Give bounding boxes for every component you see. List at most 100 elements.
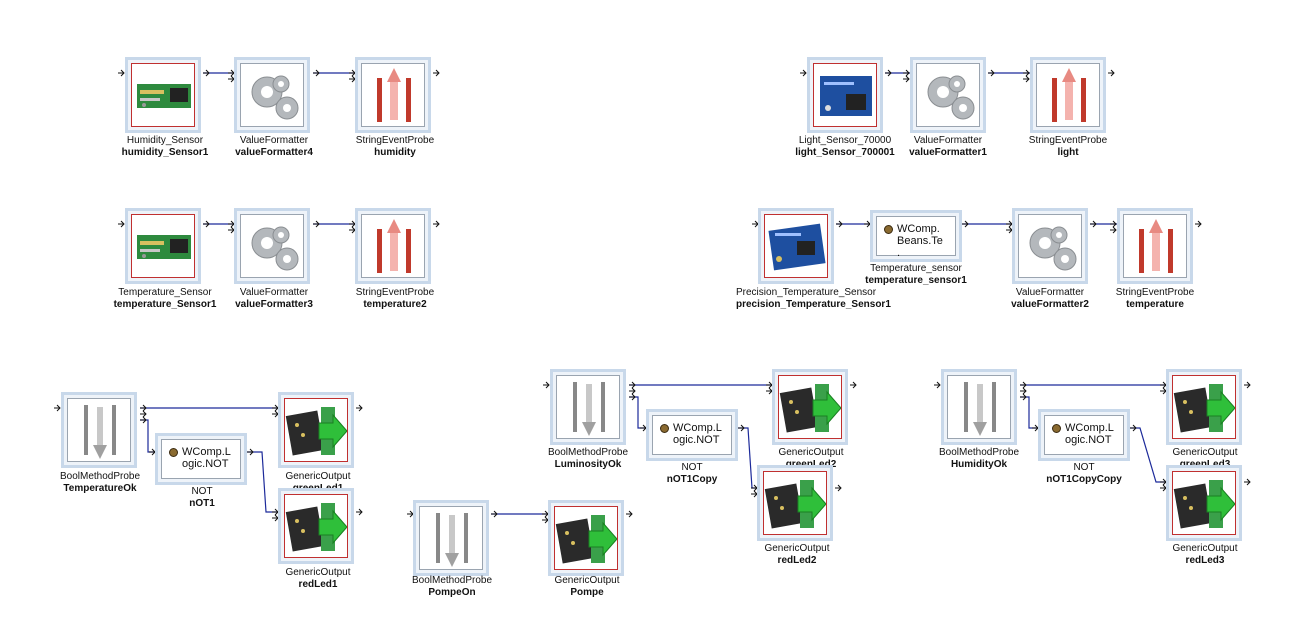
generic-output-component[interactable] — [757, 465, 833, 541]
component-name: temperature2 — [363, 299, 427, 310]
port-arrow — [1092, 220, 1097, 228]
bean-icon — [1052, 424, 1061, 433]
component-name: TemperatureOk — [63, 483, 137, 494]
port-arrow — [1197, 220, 1202, 228]
component-name: valueFormatter3 — [235, 299, 313, 310]
component-name: light_Sensor_700001 — [795, 147, 895, 158]
temperature-sensor-component[interactable] — [125, 208, 201, 284]
port-arrow — [142, 416, 147, 424]
port-arrow — [887, 69, 892, 77]
port-arrow — [545, 381, 550, 389]
component-type: Humidity_Sensor — [126, 135, 204, 146]
component-type: GenericOutput — [285, 471, 351, 482]
port-arrow — [1112, 226, 1117, 234]
bool-method-probe-component[interactable] — [550, 369, 626, 445]
bean-text: WComp.L ogic.NOT — [182, 446, 231, 470]
gears-icon — [1029, 226, 1077, 271]
component-type: GenericOutput — [778, 447, 844, 458]
string-event-probe-component[interactable] — [355, 57, 431, 133]
component-type: NOT — [681, 462, 703, 473]
generic-output-component[interactable] — [548, 500, 624, 576]
port-arrow — [1025, 75, 1030, 83]
port-arrow — [358, 508, 363, 516]
component-name: temperature_Sensor1 — [113, 299, 217, 310]
port-arrow — [964, 220, 969, 228]
port-arrow — [802, 69, 807, 77]
component-type: Precision_Temperature_Sensor — [736, 287, 877, 298]
port-arrow — [358, 404, 363, 412]
port-arrow — [1132, 424, 1137, 432]
component-type: NOT — [191, 486, 213, 497]
not-logic-component[interactable]: WComp.L ogic.NOT — [646, 409, 738, 461]
output-board-icon — [1173, 384, 1235, 433]
component-type: Temperature_sensor — [870, 263, 962, 274]
value-formatter-component[interactable] — [1012, 208, 1088, 284]
value-formatter-component[interactable] — [234, 57, 310, 133]
string-event-probe-component[interactable] — [1117, 208, 1193, 284]
component-type: Temperature_Sensor — [118, 287, 212, 298]
bool-probe-icon — [573, 382, 605, 436]
component-type: StringEventProbe — [1028, 135, 1108, 146]
generic-output-component[interactable] — [772, 369, 848, 445]
component-name: light — [1057, 147, 1079, 158]
component-name: redLed3 — [1185, 555, 1225, 566]
generic-output-component[interactable] — [1166, 465, 1242, 541]
component-type: BoolMethodProbe — [59, 471, 141, 482]
generic-output-component[interactable] — [278, 392, 354, 468]
port-arrow — [1246, 381, 1251, 389]
bool-method-probe-component[interactable] — [941, 369, 1017, 445]
probe-arrow-icon — [377, 68, 411, 122]
value-formatter-component[interactable] — [910, 57, 986, 133]
port-arrow — [837, 484, 842, 492]
precision-temperature-sensor-component[interactable] — [758, 208, 834, 284]
component-type: ValueFormatter — [239, 287, 309, 298]
bool-probe-icon — [436, 513, 468, 567]
port-arrow — [205, 69, 210, 77]
component-type: BoolMethodProbe — [938, 447, 1020, 458]
component-type: StringEventProbe — [1115, 287, 1195, 298]
port-arrow — [990, 69, 995, 77]
port-arrow — [249, 448, 254, 456]
generic-output-component[interactable] — [278, 488, 354, 564]
component-name: humidity_Sensor1 — [121, 147, 209, 158]
bool-method-probe-component[interactable] — [413, 500, 489, 576]
component-name: nOT1 — [189, 498, 215, 509]
component-name: greenLed2 — [751, 459, 871, 471]
value-formatter-component[interactable] — [234, 208, 310, 284]
generic-output-component[interactable] — [1166, 369, 1242, 445]
sensor-board-icon — [137, 84, 191, 108]
component-type: GenericOutput — [554, 575, 620, 586]
component-type: Light_Sensor_70000 — [798, 135, 892, 146]
output-board-icon — [764, 480, 826, 529]
string-event-probe-component[interactable] — [1030, 57, 1106, 133]
gears-icon — [251, 226, 299, 271]
sensor-board-icon — [137, 235, 191, 259]
probe-arrow-icon — [1139, 219, 1173, 273]
string-event-probe-component[interactable] — [355, 208, 431, 284]
component-type: ValueFormatter — [239, 135, 309, 146]
component-type: GenericOutput — [1172, 543, 1238, 554]
gears-icon — [927, 75, 975, 120]
temperature-bean-component[interactable]: WComp. Beans.Te . — [870, 210, 962, 262]
light-sensor-component[interactable] — [807, 57, 883, 133]
component-name: nOT1CopyCopy — [1046, 474, 1122, 485]
component-type: GenericOutput — [285, 567, 351, 578]
component-name: valueFormatter2 — [1011, 299, 1089, 310]
port-arrow — [120, 69, 125, 77]
output-board-icon — [1173, 480, 1235, 529]
component-name: redLed1 — [298, 579, 338, 590]
component-type: StringEventProbe — [355, 287, 435, 298]
bean-icon — [884, 225, 893, 234]
component-type: NOT — [1073, 462, 1095, 473]
bool-probe-icon — [964, 382, 996, 436]
component-name: Pompe — [570, 587, 604, 598]
port-arrow — [315, 220, 320, 228]
not-logic-component[interactable]: WComp.L ogic.NOT — [1038, 409, 1130, 461]
not-logic-component[interactable]: WComp.L ogic.NOT — [155, 433, 247, 485]
humidity-sensor-component[interactable] — [125, 57, 201, 133]
bool-method-probe-component[interactable] — [61, 392, 137, 468]
port-arrow — [142, 410, 147, 418]
port-arrow — [1112, 220, 1117, 228]
output-board-icon — [555, 515, 617, 564]
